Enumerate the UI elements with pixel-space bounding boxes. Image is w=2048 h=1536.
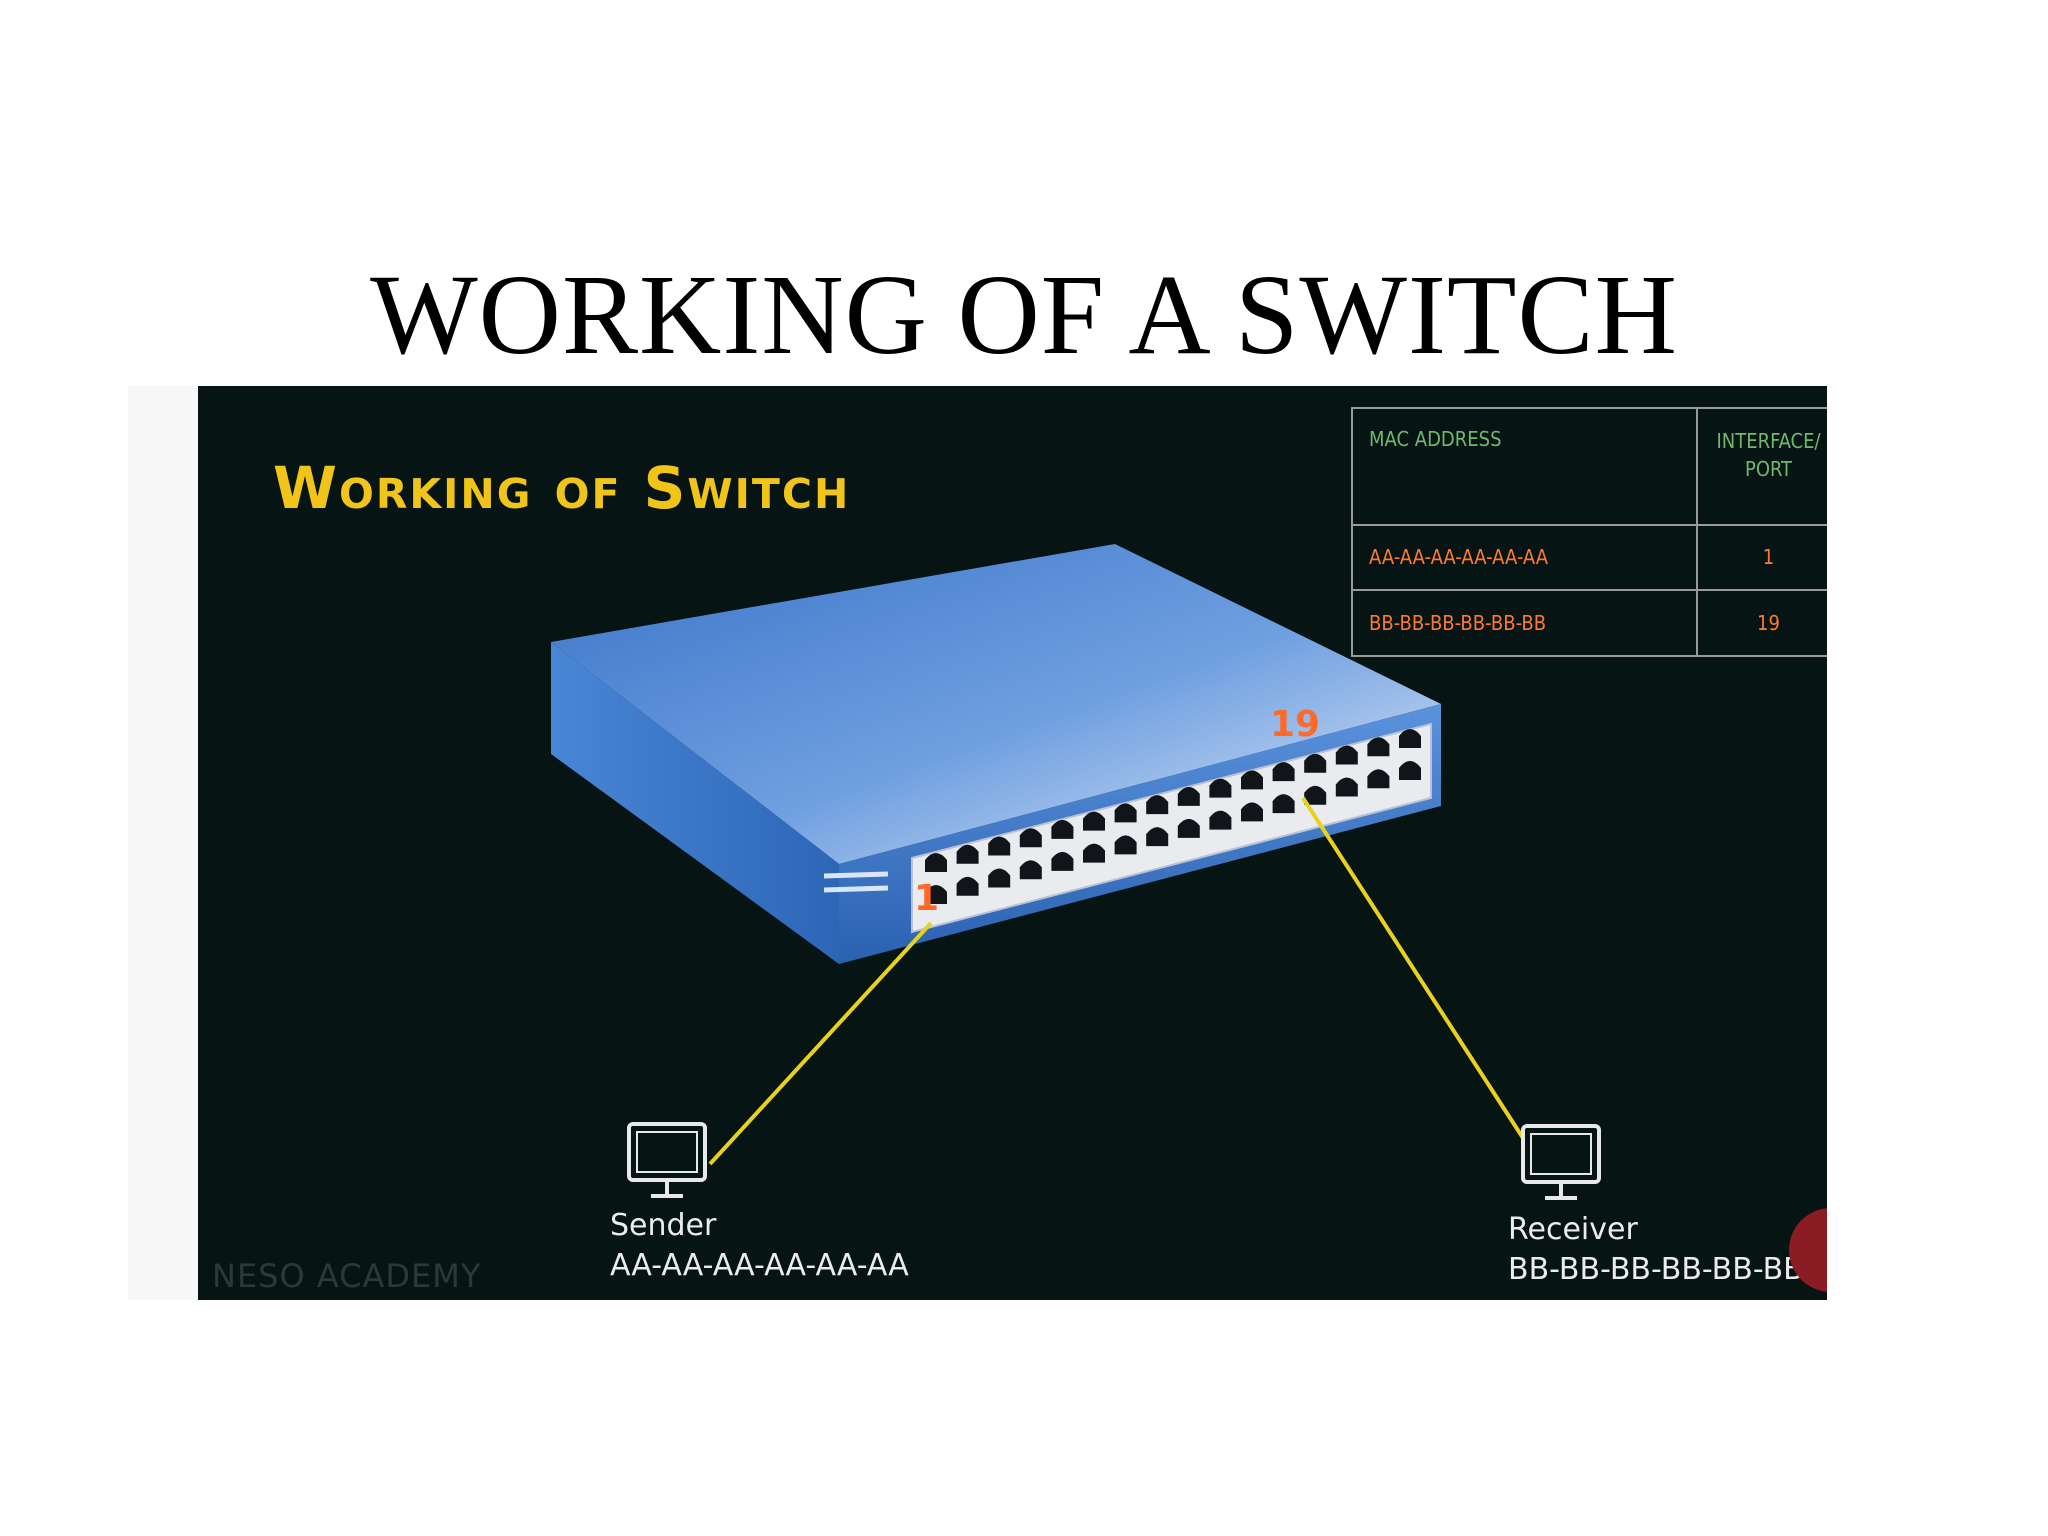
switch-port <box>1146 795 1169 815</box>
mac-table-cell-port: 1 <box>1696 523 1827 592</box>
port-tag-1: 1 <box>914 878 940 919</box>
switch-port <box>1272 762 1295 782</box>
frame-left-margin <box>128 386 198 1300</box>
mac-table-header-mac: MAC ADDRESS <box>1351 407 1698 526</box>
switch-port <box>1114 835 1137 855</box>
switch-port <box>1019 860 1042 880</box>
receiver-monitor-icon <box>1521 1124 1601 1200</box>
switch-port <box>988 836 1011 856</box>
switch-port <box>1335 777 1358 797</box>
mac-table-cell-port: 19 <box>1696 589 1827 657</box>
switch-vent <box>823 871 889 879</box>
switch-port <box>1177 818 1200 838</box>
switch-vent <box>823 885 889 893</box>
mac-address-table: MAC ADDRESS INTERFACE/ PORT AA-AA-AA-AA-… <box>1351 407 1827 657</box>
switch-left-face <box>551 642 839 964</box>
switch-port <box>1051 819 1074 839</box>
receiver-mac: BB-BB-BB-BB-BB-BB <box>1508 1252 1804 1287</box>
mac-table-header-port-line1: INTERFACE/ <box>1716 429 1821 453</box>
switch-port <box>1083 843 1105 863</box>
receiver-label: Receiver BB-BB-BB-BB-BB-BB <box>1508 1210 1804 1290</box>
watermark: NESO ACADEMY <box>212 1257 482 1295</box>
switch-port <box>1399 729 1421 748</box>
receiver-name: Receiver <box>1508 1212 1638 1247</box>
mac-table-header-row: MAC ADDRESS INTERFACE/ PORT <box>1351 407 1827 526</box>
switch-port <box>956 844 979 864</box>
port-panel <box>911 722 1432 934</box>
switch-top-face <box>551 544 1441 864</box>
switch-port <box>1335 745 1358 765</box>
switch-port <box>1146 827 1169 847</box>
switch-diagram <box>551 544 1601 1200</box>
sender-mac: AA-AA-AA-AA-AA-AA <box>610 1248 909 1283</box>
sender-name: Sender <box>610 1208 717 1243</box>
mac-table-header-port-line2: PORT <box>1744 457 1793 481</box>
mac-table-row: BB-BB-BB-BB-BB-BB 19 <box>1351 589 1827 657</box>
port-grid <box>925 729 1421 904</box>
switch-port <box>1051 851 1074 871</box>
switch-port <box>1114 803 1137 823</box>
switch-port <box>1083 811 1105 831</box>
sender-cable <box>708 921 933 1166</box>
receiver-cable <box>1301 796 1525 1140</box>
switch-port <box>1272 794 1295 814</box>
mac-table-header-port: INTERFACE/ PORT <box>1696 407 1827 526</box>
sender-label: Sender AA-AA-AA-AA-AA-AA <box>610 1206 909 1286</box>
mac-table-cell-mac: AA-AA-AA-AA-AA-AA <box>1351 523 1698 592</box>
switch-port <box>1019 828 1042 848</box>
video-heading: Working of Switch <box>273 454 851 522</box>
slide-title: WORKING OF A SWITCH <box>370 251 1678 378</box>
switch-port <box>925 885 947 904</box>
switch-port <box>1209 810 1232 830</box>
switch-port <box>925 853 947 872</box>
switch-port <box>988 868 1011 888</box>
video-frame: Working of Switch MAC ADDRESS INTERFACE/… <box>198 386 1827 1300</box>
switch-port <box>1304 785 1327 805</box>
mac-table-row: AA-AA-AA-AA-AA-AA 1 <box>1351 523 1827 592</box>
switch-port <box>1177 786 1200 806</box>
switch-port <box>1399 761 1421 780</box>
switch-port <box>956 876 979 896</box>
mac-table-cell-mac: BB-BB-BB-BB-BB-BB <box>1351 589 1698 657</box>
sender-monitor-icon <box>627 1122 707 1198</box>
switch-port <box>1241 770 1263 790</box>
switch-port <box>1367 769 1390 789</box>
switch-port <box>1241 802 1263 822</box>
switch-port <box>1304 753 1327 773</box>
port-tag-19: 19 <box>1270 704 1321 745</box>
switch-port <box>1367 737 1390 757</box>
switch-port <box>1209 778 1232 798</box>
